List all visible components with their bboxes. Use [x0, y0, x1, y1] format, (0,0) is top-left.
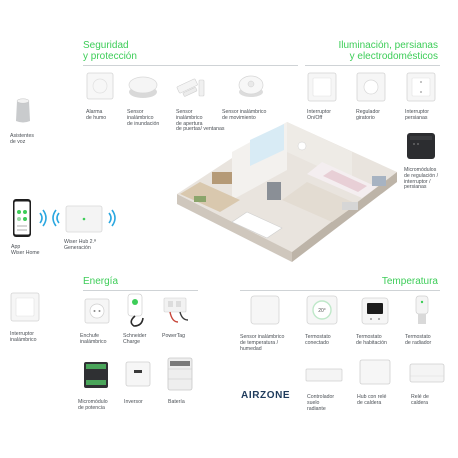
- battery-caption: Batería: [168, 399, 185, 405]
- connected-thermostat-caption: Termostato conectado: [305, 334, 331, 346]
- app-caption: App Wiser Home: [11, 244, 40, 256]
- voice-assistant-caption: Asistentes de voz: [10, 133, 34, 145]
- flood-sensor-caption: Sensor inalámbrico de inundación: [127, 109, 160, 127]
- energy-title: Energía: [83, 276, 119, 287]
- wireless-switch-icon: [10, 292, 40, 322]
- micromodule-icon: [407, 133, 435, 159]
- smoke-alarm-icon: [86, 72, 114, 100]
- temperature-humidity-sensor-caption: Sensor inalámbrico de temperatura / hume…: [240, 334, 285, 352]
- micromodule-caption: Micromódulos de regulación / interruptor…: [404, 167, 439, 191]
- powertag-caption: PowerTag: [162, 333, 186, 339]
- wireless-switch-caption: Interruptor inalámbrico: [10, 331, 37, 343]
- voice-assistant-icon: [16, 98, 30, 123]
- radiator-thermostat-icon: [415, 295, 429, 324]
- energy-divider: [83, 290, 198, 291]
- radiator-thermostat-caption: Termostato de radiador: [405, 334, 432, 346]
- boiler-relay-hub-caption: Hub con relé de caldera: [357, 394, 387, 406]
- temperature-divider: [240, 290, 440, 291]
- onoff-switch-icon: [307, 72, 337, 102]
- blind-switch-caption: Interruptor persianas: [405, 109, 429, 121]
- underfloor-controller-icon: [305, 368, 343, 382]
- motion-sensor-icon: [238, 75, 264, 97]
- underfloor-controller-caption: Controlador suelo radiante: [307, 394, 335, 412]
- wireless-plug-icon: [84, 298, 110, 324]
- thermostat-reading: 20°: [318, 308, 326, 314]
- security-divider: [83, 65, 298, 66]
- power-micromodule-caption: Micromódulo de potencia: [78, 399, 108, 411]
- hub-icon: [65, 205, 103, 233]
- smartphone-icon: [13, 199, 31, 237]
- room-thermostat-caption: Termostato de habitación: [356, 334, 387, 346]
- smoke-alarm-caption: Alarma de humo: [86, 109, 107, 121]
- airzone-logo: AIRZONE: [241, 390, 291, 401]
- smart-home-illustration: [177, 122, 397, 262]
- onoff-switch-caption: Interruptor On/Off: [307, 109, 331, 121]
- door-window-sensor-caption: Sensor inalámbrico de apertura de puerta…: [176, 109, 225, 133]
- boiler-relay-hub-icon: [359, 359, 391, 385]
- inverter-caption: Inversor: [124, 399, 143, 405]
- temperature-humidity-sensor-icon: [250, 295, 280, 325]
- ev-charger-icon: [127, 293, 144, 327]
- hub-caption: Wiser Hub 2.ª Generación: [64, 239, 96, 251]
- wireless-signal-icon: [39, 209, 47, 227]
- lighting-title: Iluminación, persianas y electrodoméstic…: [338, 40, 439, 62]
- motion-sensor-caption: Sensor inalámbrico de movimiento: [222, 109, 267, 121]
- boiler-relay-caption: Relé de caldera: [411, 394, 429, 406]
- rotary-dimmer-icon: [356, 72, 386, 102]
- battery-icon: [167, 357, 193, 391]
- lighting-divider: [305, 65, 440, 66]
- inverter-icon: [125, 361, 151, 387]
- security-title: Seguridad y protección: [83, 40, 137, 62]
- wireless-signal-icon: [52, 209, 60, 227]
- flood-sensor-icon: [128, 76, 158, 98]
- temperature-title: Temperatura: [381, 276, 438, 287]
- boiler-relay-icon: [409, 363, 445, 383]
- wireless-signal-icon: [108, 209, 116, 227]
- rotary-dimmer-caption: Regulador giratorio: [356, 109, 380, 121]
- blind-switch-icon: [406, 72, 436, 102]
- wireless-plug-caption: Enchufe inalámbrico: [80, 333, 107, 345]
- power-micromodule-icon: [84, 362, 108, 388]
- connected-thermostat-icon: 20°: [306, 295, 338, 325]
- room-thermostat-icon: [361, 297, 389, 325]
- powertag-icon: [163, 297, 189, 323]
- ev-charger-caption: Schneider Charge: [123, 333, 147, 345]
- door-window-sensor-icon: [176, 78, 205, 97]
